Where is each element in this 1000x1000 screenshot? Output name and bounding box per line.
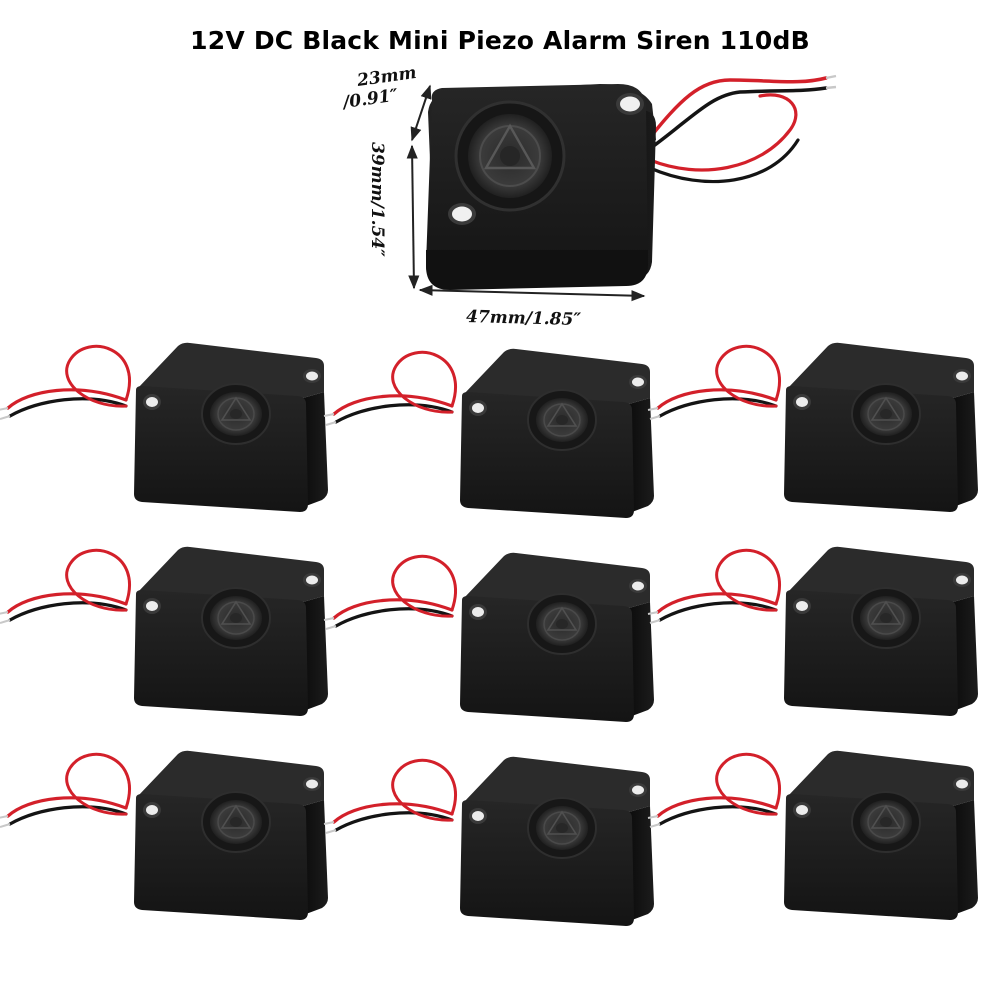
depth-arrow-icon — [410, 84, 432, 142]
siren-unit — [0, 545, 330, 718]
width-label: 47mm/1.85″ — [466, 307, 582, 330]
siren-unit — [322, 755, 656, 928]
height-arrow-icon — [406, 144, 420, 290]
siren-grid — [0, 341, 980, 928]
product-title: 12V DC Black Mini Piezo Alarm Siren 110d… — [190, 26, 810, 55]
height-label: 39mm/1.54″ — [367, 142, 387, 257]
siren-unit — [646, 341, 980, 514]
main-siren — [426, 74, 837, 290]
siren-unit — [646, 545, 980, 718]
siren-unit — [0, 341, 330, 514]
siren-unit — [322, 551, 656, 724]
width-arrow-icon — [418, 284, 646, 302]
siren-unit — [646, 749, 980, 922]
dimension-arrows — [406, 84, 646, 302]
siren-unit — [322, 347, 656, 520]
depth-in-label: /0.91″ — [340, 85, 400, 113]
siren-unit — [0, 749, 330, 922]
